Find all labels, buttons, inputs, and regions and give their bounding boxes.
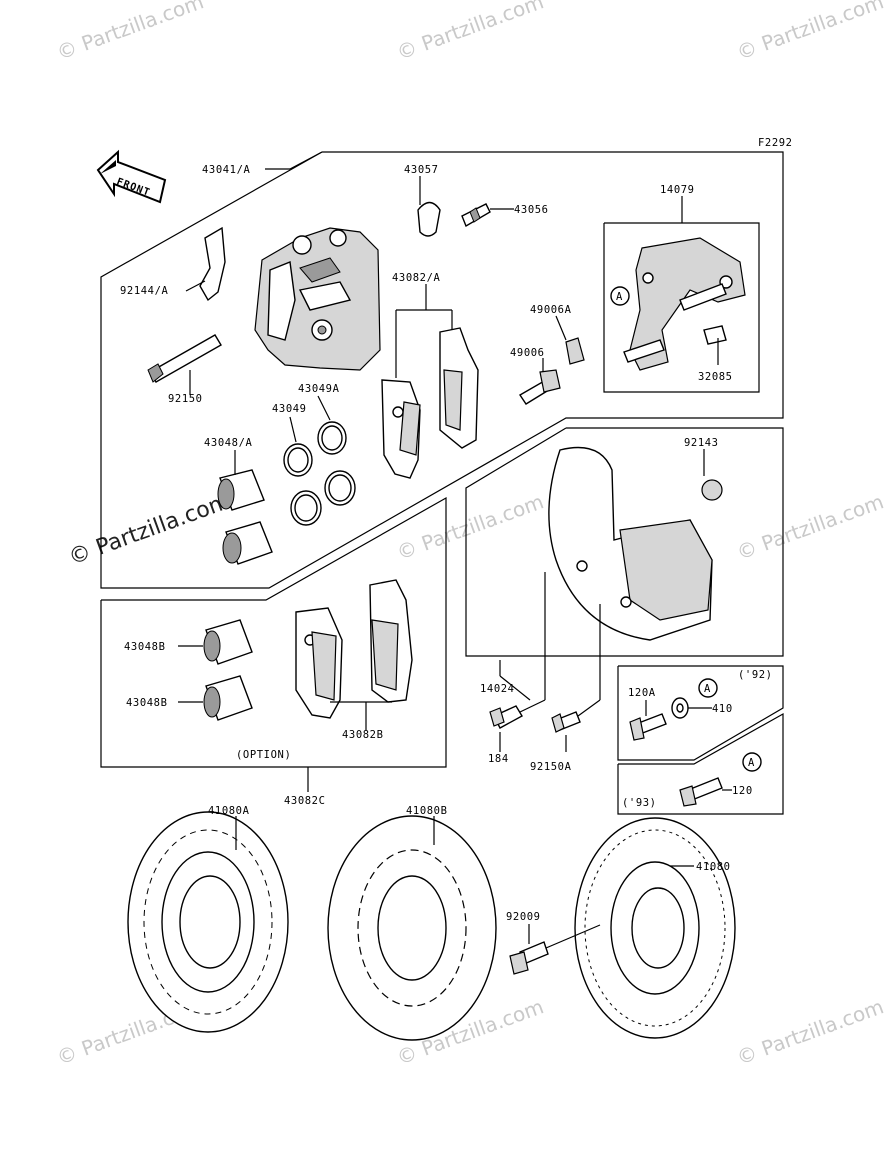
bracket-14079 (623, 237, 746, 371)
label-41080A: 41080A (208, 805, 250, 817)
label-43082C: 43082C (284, 795, 326, 807)
label-43056: 43056 (514, 204, 549, 216)
clip-43057 (417, 201, 441, 237)
label-92144A: 92144/A (120, 285, 169, 297)
caliper-box-outline (100, 151, 784, 589)
bleeder-43056 (461, 203, 491, 228)
watermark-text: © Partzilla.com (394, 489, 547, 564)
pads-43082B (295, 579, 413, 719)
label-92150A: 92150A (530, 761, 572, 773)
note-year-93: ('93) (622, 797, 657, 809)
spring-92144A (199, 226, 226, 302)
label-49006: 49006 (510, 347, 545, 359)
ref-a: A (616, 291, 623, 303)
label-43049A: 43049A (298, 383, 340, 395)
disc-41080B (327, 815, 497, 1041)
watermark-text: © Partzilla.com (54, 0, 207, 65)
watermark-text: © Partzilla.com (394, 0, 547, 65)
label-43057: 43057 (404, 164, 439, 176)
label-14024: 14024 (480, 683, 515, 695)
label-92150: 92150 (168, 393, 203, 405)
label-43049: 43049 (272, 403, 307, 415)
watermark-text: © Partzilla.com (734, 489, 887, 564)
label-43048B: 43048B (126, 697, 168, 709)
note-option: (OPTION) (236, 749, 291, 761)
label-43082A: 43082/A (392, 272, 441, 284)
option-box-outline (100, 496, 447, 768)
bolt-120A (629, 713, 667, 741)
label-120A: 120A (628, 687, 656, 699)
watermark-text: © Partzilla.com (66, 489, 234, 571)
label-14079: 14079 (660, 184, 695, 196)
disc-41080 (574, 817, 736, 1039)
bolt-92009 (509, 941, 549, 975)
pads-43082A (381, 327, 479, 479)
label-92009: 92009 (506, 911, 541, 923)
label-43082B: 43082B (342, 729, 384, 741)
label-41080: 41080 (696, 861, 731, 873)
label-120: 120 (732, 785, 753, 797)
label-410: 410 (712, 703, 733, 715)
figure-code: F2292 (758, 137, 793, 149)
seals-43049 (283, 421, 356, 526)
leader-lines (178, 151, 732, 949)
label-43048A: 43048/A (204, 437, 253, 449)
bracket-box-outline (603, 222, 760, 393)
ref-a: A (704, 683, 711, 695)
label-92143: 92143 (684, 437, 719, 449)
box-93-outline (617, 712, 784, 815)
pin-92150 (147, 334, 222, 383)
ref-a-markers: A A A (610, 286, 762, 772)
guard-box-outline (465, 427, 784, 657)
part-labels: 43041/A 43057 43056 14079 92144/A 43082/… (120, 164, 773, 923)
label-49006A: 49006A (530, 304, 572, 316)
bolt-92150A (551, 711, 581, 733)
caliper-body-43041 (254, 227, 381, 371)
bolt-92143 (701, 479, 723, 501)
front-arrow-icon: FRONT (96, 149, 167, 204)
bolt-120 (679, 777, 723, 807)
cap-49006A (565, 337, 585, 365)
washer-410 (671, 697, 689, 719)
pistons-43048A (217, 469, 273, 565)
pistons-43048B (203, 619, 253, 721)
ref-a: A (748, 757, 755, 769)
box-92-outline (617, 665, 784, 761)
label-32085: 32085 (698, 371, 733, 383)
watermark-text: © Partzilla.com (734, 994, 887, 1069)
label-184: 184 (488, 753, 509, 765)
label-41080B: 41080B (406, 805, 448, 817)
bolt-184 (489, 705, 523, 729)
label-43048B: 43048B (124, 641, 166, 653)
watermark-text: © Partzilla.com (734, 0, 887, 65)
bolt-49006 (519, 369, 561, 405)
disc-41080A (127, 811, 289, 1033)
label-43041A: 43041/A (202, 164, 251, 176)
disc-guard (548, 446, 713, 641)
note-year-92: ('92) (738, 669, 773, 681)
